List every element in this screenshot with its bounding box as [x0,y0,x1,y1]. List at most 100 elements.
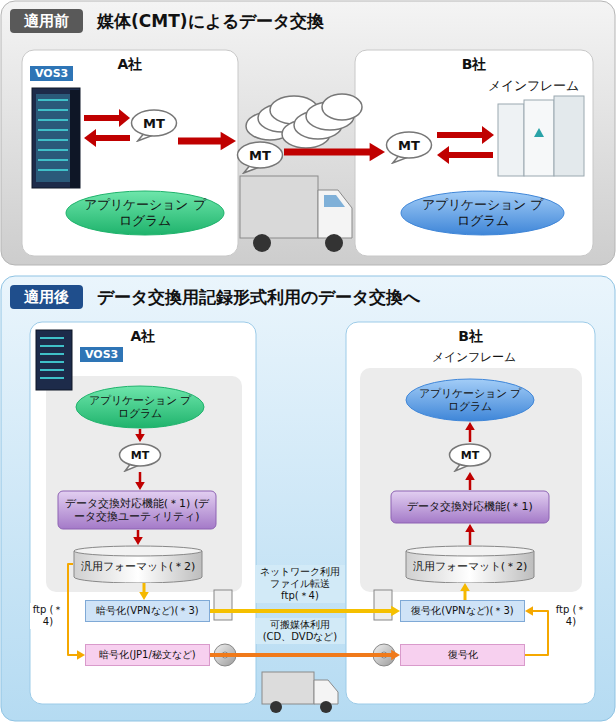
connector-label: ftp (＊4) [30,603,66,629]
node-label: アプリケーション プログラム [88,394,192,420]
node-label: 復号化(VPNなど)(＊3) [411,605,513,617]
connector [135,472,145,490]
box-node: データ交換対応機能(＊1) [390,490,550,524]
tape-stack [246,94,362,148]
cabinet [554,96,584,176]
section-title: 媒体(CMT)によるデータ交換 [97,11,324,31]
connector-line [464,590,467,600]
arrow-head [77,650,85,660]
company-name: B社 [346,322,595,345]
ellipse-part [74,546,202,556]
truck-cab [314,680,338,704]
inner-ground [360,368,582,592]
cabinet [524,100,554,176]
section-title: データ交換用記録形式利用のデータ交換へ [97,287,420,307]
connector [135,429,145,442]
ellipse-part [66,191,224,235]
panel-ground [1,1,615,265]
machine-label: メインフレーム [488,78,579,94]
rect-part [58,491,216,529]
system-tag: VOS3 [80,347,123,362]
arrow-head [84,129,96,147]
arrow-head [437,146,449,164]
media-label: MT [398,138,420,154]
connector [465,524,475,545]
ellipse-part [238,142,283,168]
strip-node: 復号化 [400,644,525,666]
panel-ground [30,322,256,704]
connector [465,422,475,442]
arrow-head [139,592,149,600]
machine-label: メインフレーム [432,350,516,364]
wheel [325,234,343,252]
bubble-node: MT [236,140,284,174]
vos3-server-small [36,330,72,390]
node-label: データ交換対応機能(＊1) [407,500,533,513]
arrow-head [119,109,130,127]
connector-line [210,609,392,613]
node-label: 汎用フォーマット(＊2) [413,560,528,573]
truck-cab [318,190,352,238]
arrow-head [391,650,400,661]
panel-header: 適用後データ交換用記録形式利用のデータ交換へ [0,276,616,309]
connector-label: ネットワーク利用 ファイル転送 ftp(＊4) [255,565,345,603]
truck [240,176,352,252]
system-tag: VOS3 [30,66,73,81]
truck-cargo [240,176,318,238]
vos3-server [32,88,80,188]
panel-ground [22,50,238,256]
bubble-node: MT [448,442,492,472]
company-panel: A社アプリケーション プログラムMTデータ交換対応機能(＊1) (データ交換ユー… [30,322,256,704]
ellipse-node: アプリケーション プログラム [405,378,535,422]
section-tab: 適用後 [10,285,83,309]
ellipse-part [120,444,161,466]
connector-line [143,583,146,593]
connector-line [469,531,472,545]
arrow-head [391,606,400,617]
arrow-head [135,482,145,490]
panel-ground [1,276,615,721]
node-label: アプリケーション プログラム [417,197,549,228]
arrow-head [133,537,143,545]
ellipse-node: アプリケーション プログラム [75,385,205,429]
connector-line [284,149,371,156]
arrow-head [460,583,470,591]
wheel [253,234,271,252]
arrow-head [135,434,145,442]
rect-part [401,645,525,666]
company-name: A社 [30,322,256,345]
arrow-head [482,126,494,144]
company-panel: B社アプリケーション プログラム MT データ交換対応機能(＊1) 汎用フォーマット(… [346,322,595,704]
bubble-node: MT [118,442,162,472]
bubble-node: MT [385,130,433,164]
panel-header: 適用前媒体(CMT)によるデータ交換 [0,0,616,33]
server-panel [36,94,70,182]
mainframe [498,96,584,176]
arrow-head [525,606,533,616]
strip-node: 暗号化(VPNなど)(＊3) [85,600,210,622]
connector-line [469,479,472,490]
ellipse-part [406,546,534,556]
connector [133,530,143,545]
rect-part [86,601,210,622]
panel-ground [355,50,593,256]
inner-ground [46,376,242,592]
ellipse-part [401,191,564,235]
cabinet [498,104,524,176]
strip-node: 復号化(VPNなど)(＊3) [400,600,525,622]
arrow-shaft [95,135,130,141]
rect-part [401,601,525,622]
bubble-node: MT [130,108,178,142]
rect-part [391,491,549,523]
truck-cargo [262,672,314,704]
node-label: 暗号化(VPNなど)(＊3) [96,605,198,617]
cyl-node: 汎用フォーマット(＊2) [405,545,535,583]
ellipse-part [387,132,432,158]
rect-part [86,645,210,666]
ellipse-part [406,379,534,421]
ellipse-node: アプリケーション プログラム [65,190,225,236]
company-name: B社 [355,50,593,73]
truck-small [262,672,338,713]
connector [525,606,548,655]
arrow-head [465,472,475,480]
